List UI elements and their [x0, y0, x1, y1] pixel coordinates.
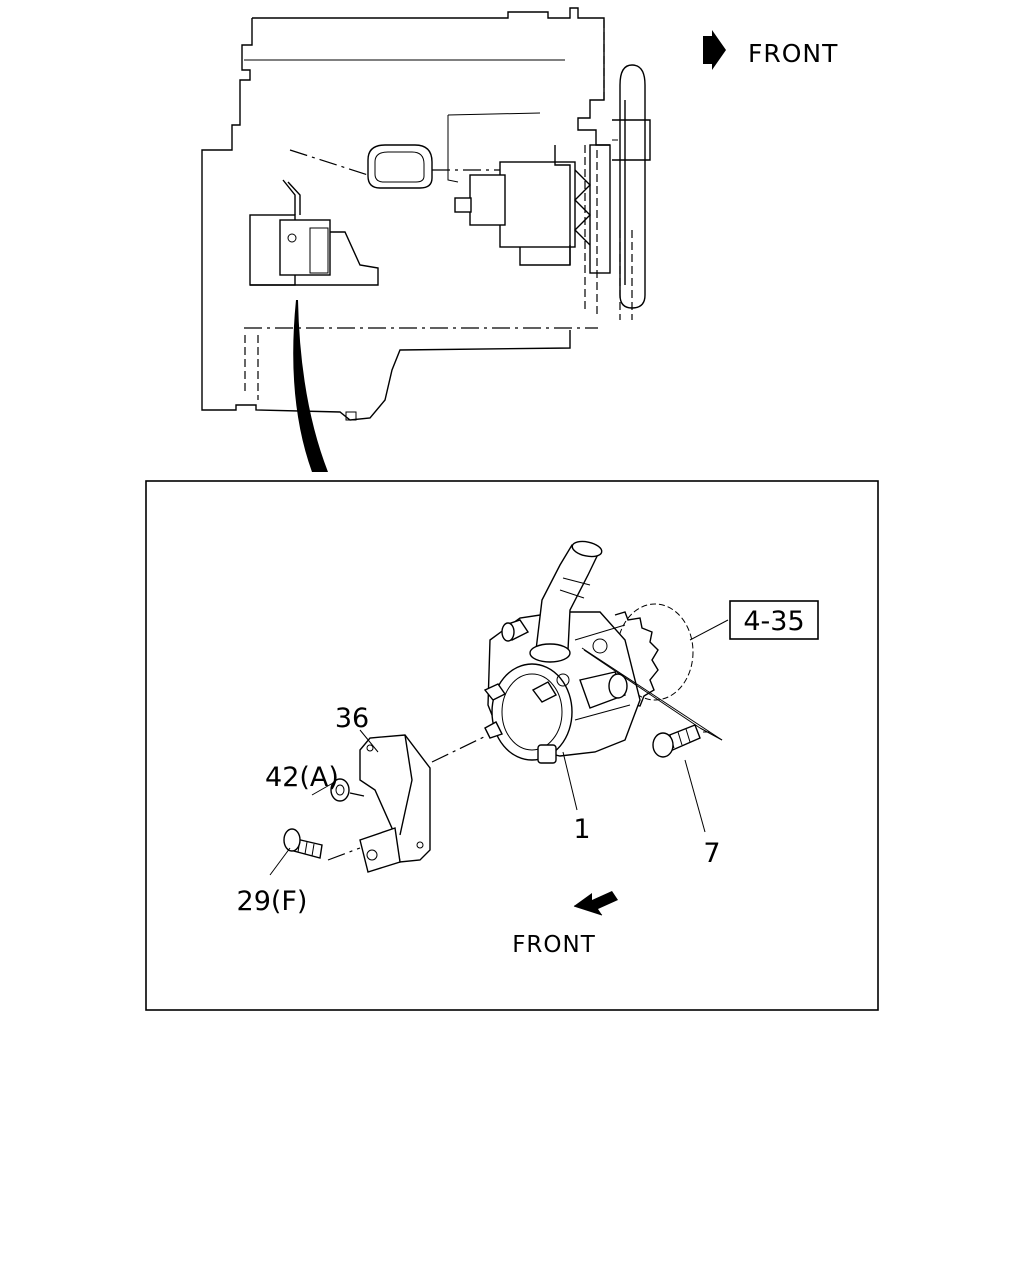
front-arrow-top: FRONT — [703, 30, 838, 70]
ref-box-label: 4-35 — [743, 606, 804, 637]
bolt-part-7 — [652, 724, 710, 758]
front-label-top: FRONT — [748, 39, 838, 68]
nut-part-42 — [330, 778, 350, 802]
callout-part-42: 42(A) — [265, 762, 339, 793]
callout-part-29: 29(F) — [237, 886, 308, 917]
engine-overview — [201, 7, 651, 472]
callout-part-1: 1 — [573, 814, 590, 845]
callout-part-7: 7 — [703, 838, 720, 869]
bracket-part-36 — [359, 734, 431, 873]
detail-frame — [145, 480, 879, 1011]
bolt-part-29 — [283, 828, 323, 859]
front-label-detail: FRONT — [512, 932, 596, 958]
detail-leader-lines — [269, 619, 729, 876]
vacuum-pump-assembly — [483, 540, 694, 764]
ref-box-4-35: 4-35 — [729, 600, 819, 640]
callout-part-36: 36 — [335, 703, 369, 734]
front-arrow-detail: FRONT — [512, 891, 618, 958]
